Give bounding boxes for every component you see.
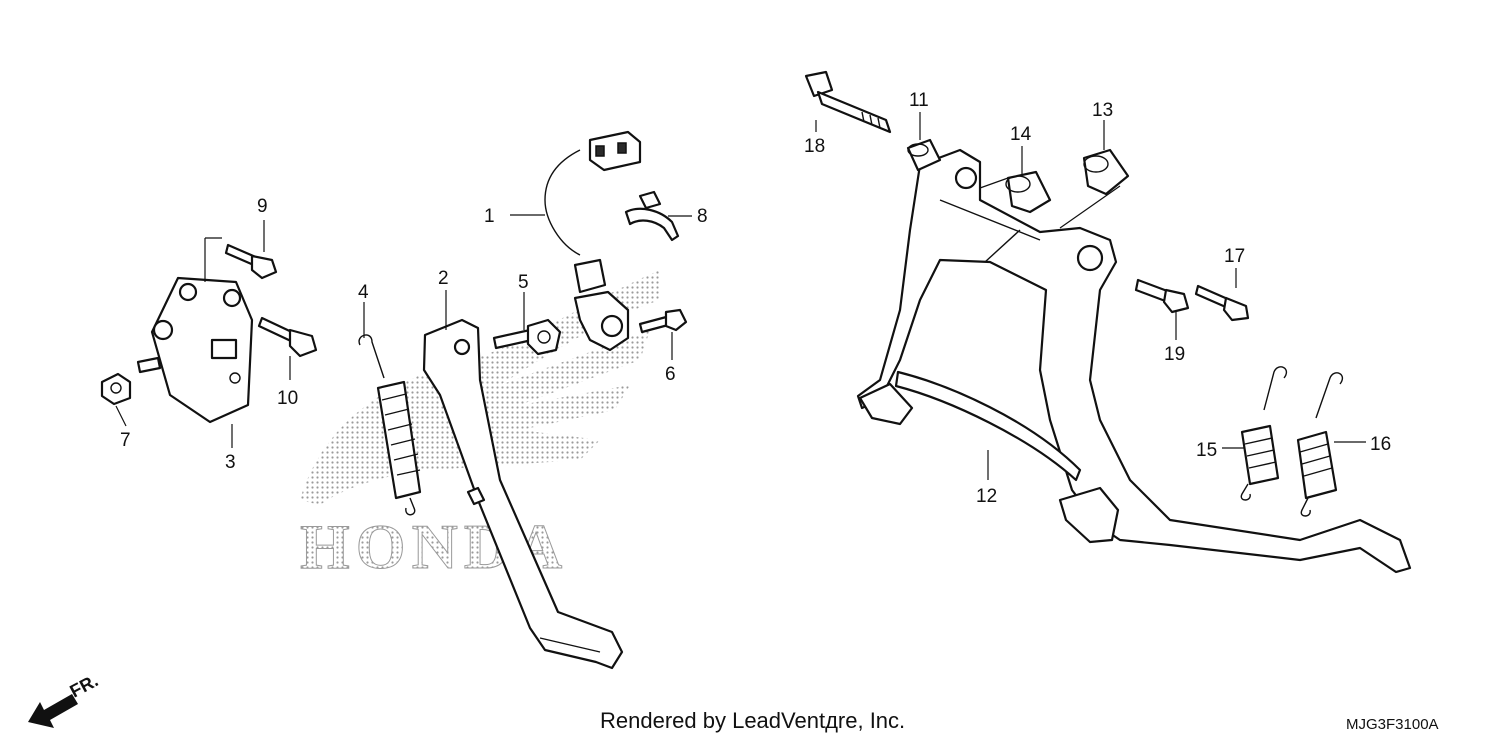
callout-leader-lines (115, 112, 1366, 480)
callout-5: 5 (518, 272, 529, 293)
callout-9: 9 (257, 196, 268, 217)
callout-16: 16 (1370, 434, 1391, 455)
callout-11: 11 (909, 90, 929, 111)
callout-18: 18 (804, 136, 825, 157)
part-bushing-14 (1005, 170, 1052, 214)
callout-4: 4 (358, 282, 369, 303)
callout-13: 13 (1092, 100, 1113, 121)
callout-7: 7 (120, 430, 131, 451)
part-side-stand-switch (544, 130, 642, 352)
assembly-leader-lines (979, 177, 1121, 229)
part-spring-15 (1240, 366, 1288, 501)
front-direction-arrow: FR. (28, 670, 101, 728)
callout-19: 19 (1164, 344, 1185, 365)
part-nut-7 (100, 372, 132, 406)
part-main-stand-bolt-18 (804, 70, 892, 134)
callout-3: 3 (225, 452, 236, 473)
part-bolt-19 (1134, 278, 1190, 314)
callout-2: 2 (438, 268, 449, 289)
part-bushing-13 (1082, 148, 1130, 196)
callout-14: 14 (1010, 124, 1032, 145)
callout-12: 12 (976, 486, 997, 507)
part-side-stand-spring (358, 334, 422, 516)
part-collar-11 (906, 138, 942, 172)
callout-17: 17 (1224, 246, 1245, 267)
part-pin (136, 356, 162, 374)
part-clamp-8 (624, 190, 680, 242)
callout-10: 10 (277, 388, 298, 409)
callout-labels: 1 2 3 4 5 6 7 8 9 10 11 12 13 14 15 16 1… (120, 90, 1391, 507)
callout-6: 6 (665, 364, 676, 385)
diagram-code: MJG3F3100A (1346, 716, 1439, 733)
part-bolt-5 (492, 318, 562, 356)
part-bolt-10 (257, 316, 318, 358)
part-spring-16 (1296, 372, 1344, 517)
part-side-stand-bracket (150, 276, 254, 424)
render-credit: Rendered by LeadVentдre, Inc. (600, 708, 906, 733)
part-bolt-9 (224, 243, 278, 280)
part-side-stand (422, 318, 624, 670)
part-bolt-17 (1194, 284, 1250, 322)
part-bolt-6 (638, 308, 688, 334)
callout-15: 15 (1196, 440, 1217, 461)
callout-8: 8 (697, 206, 708, 227)
part-main-stand (856, 148, 1412, 574)
callout-1: 1 (484, 206, 495, 227)
